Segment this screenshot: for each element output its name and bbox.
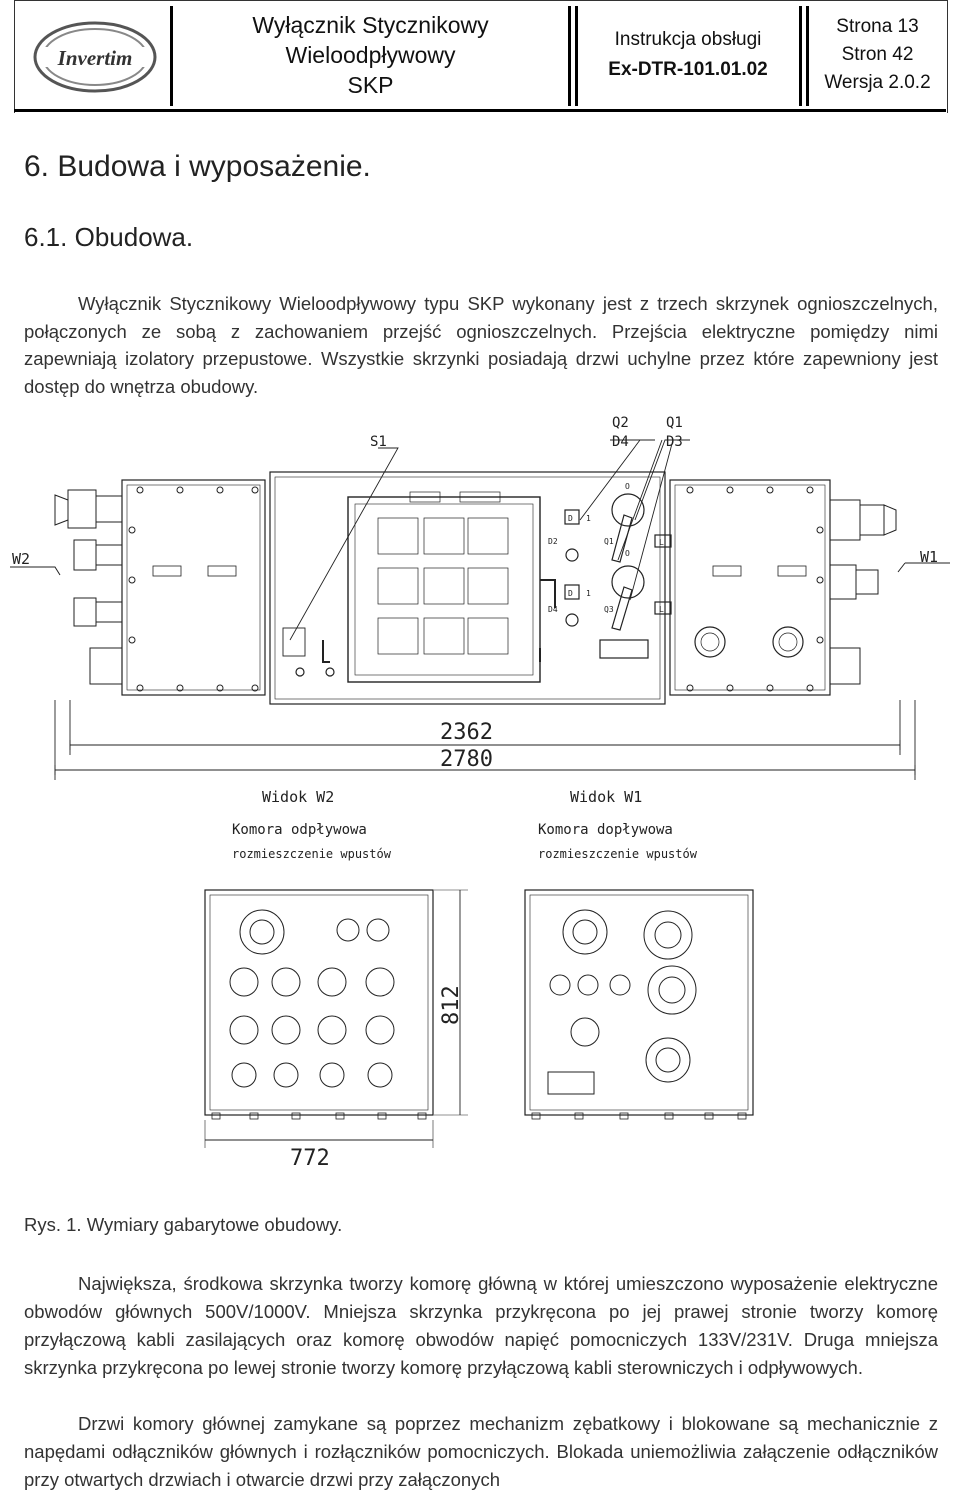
inner-label-q1: Q1 [604, 537, 614, 546]
inner-label-d4: D4 [548, 605, 558, 614]
dim-2362: 2362 [440, 720, 493, 745]
inner-label-d2: D2 [548, 537, 558, 546]
header-separator [568, 6, 571, 106]
inner-label-1: 1 [586, 589, 591, 598]
label-d4: D4 [612, 434, 629, 450]
label-d3: D3 [666, 434, 683, 450]
view-w1-title: Widok W1 [570, 788, 642, 806]
header-title-line-3: SKP [347, 71, 394, 98]
manual-name: Instrukcja obsługi [614, 28, 762, 50]
main-chamber [269, 471, 666, 705]
label-w1: W1 [920, 548, 938, 566]
inner-label-d: D [568, 589, 573, 598]
version: Wersja 2.0.2 [824, 71, 931, 93]
view-w2-outline [204, 889, 434, 1116]
inner-label-d: D [568, 514, 573, 523]
gland-layout-w1: rozmieszczenie wpustów [538, 847, 698, 861]
section-heading: 6. Budowa i wyposażenie. [24, 150, 371, 183]
dim-772: 772 [290, 1146, 330, 1171]
chamber-in-label: Komora dopływowa [538, 822, 673, 838]
figure-caption: Rys. 1. Wymiary gabarytowe obudowy. [24, 1214, 343, 1235]
header-divider [14, 109, 946, 112]
header-separator [799, 6, 802, 106]
header-title-line-1: Wyłącznik Stycznikowy [252, 11, 489, 38]
view-w1-outline [524, 889, 754, 1116]
header-title-cell: Wyłącznik Stycznikowy Wieloodpływowy SKP [173, 0, 568, 109]
company-logo: Invertim [33, 21, 157, 93]
label-q2: Q2 [612, 415, 629, 431]
view-w2-title: Widok W2 [262, 788, 334, 806]
header-separator [170, 6, 173, 106]
inner-label-o: O [625, 549, 630, 558]
intro-paragraph: Wyłącznik Stycznikowy Wieloodpływowy typ… [24, 293, 938, 397]
dim-2780: 2780 [440, 747, 493, 772]
page-number: Strona 13 [836, 15, 919, 37]
page-count: Stron 42 [841, 43, 914, 65]
label-w2: W2 [12, 550, 30, 568]
paragraph-3: Drzwi komory głównej zamykane są poprzez… [24, 1413, 938, 1490]
header-top-border [14, 0, 946, 1]
dim-812: 812 [439, 985, 464, 1025]
logo-text: Invertim [57, 46, 133, 70]
inner-label-q3: Q3 [604, 605, 614, 614]
main-door [347, 496, 541, 683]
left-chamber [121, 479, 266, 696]
header-separator [575, 6, 578, 106]
document-number: Ex-DTR-101.01.02 [608, 58, 768, 80]
subsection-heading: 6.1. Obudowa. [24, 222, 194, 252]
right-chamber [669, 479, 831, 696]
label-s1: S1 [370, 434, 387, 450]
inner-label-1: 1 [586, 514, 591, 523]
header-manual-cell: Instrukcja obsługi Ex-DTR-101.01.02 [578, 0, 798, 109]
inner-label-o: O [625, 482, 630, 491]
chamber-out-label: Komora odpływowa [232, 822, 367, 838]
header-page-cell: Strona 13 Stron 42 Wersja 2.0.2 [809, 0, 946, 109]
inner-label-l: L [659, 538, 664, 547]
enclosure-dimension-drawing: S1 Q2 Q1 D4 D3 W2 W1 D2 Q1 D4 Q3 D D O O… [10, 415, 950, 1171]
header-title-line-2: Wieloodpływowy [285, 41, 456, 68]
inner-label-l: L [659, 605, 664, 614]
label-q1: Q1 [666, 415, 683, 431]
gland-layout-w2: rozmieszczenie wpustów [232, 847, 392, 861]
header-separator [806, 6, 809, 106]
paragraph-2: Największa, środkowa skrzynka tworzy kom… [24, 1273, 938, 1378]
